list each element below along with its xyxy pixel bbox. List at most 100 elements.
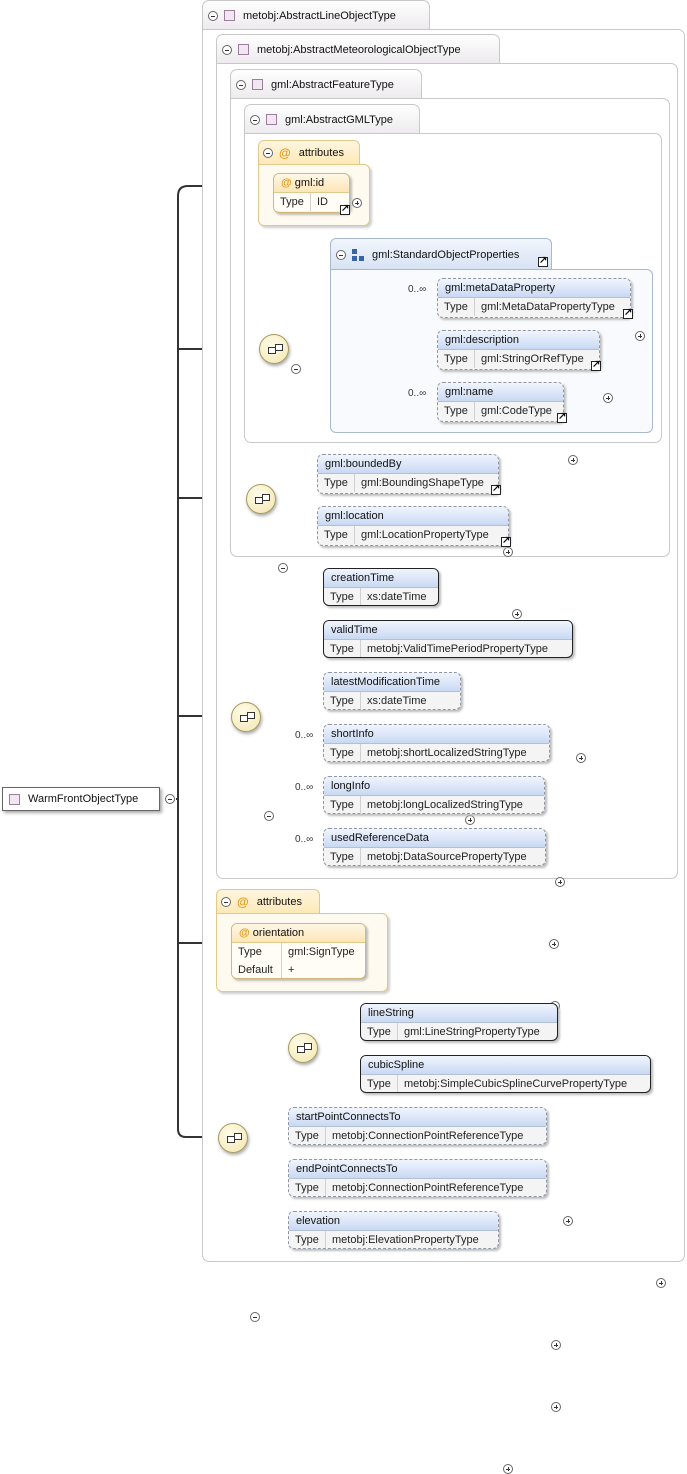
type-link-icon[interactable] [557,411,567,423]
attributes-tab-gml[interactable]: @ attributes [258,140,360,165]
expand-icon[interactable] [551,1340,561,1350]
type-link-icon[interactable] [623,307,633,319]
collapse-icon[interactable] [221,897,231,907]
complex-type-icon [9,793,20,805]
container-tab-abstract-meteorological-object[interactable]: metobj:AbstractMeteorologicalObjectType [216,34,500,64]
element-name: longInfo [324,777,544,796]
element-name: gml:description [438,331,599,350]
collapse-root-icon[interactable] [165,794,175,804]
at-icon: @ [239,927,250,939]
expand-icon[interactable] [568,455,578,465]
element-name: usedReferenceData [324,829,545,848]
type-value: metobj:ElevationPropertyType [332,1234,479,1246]
collapse-icon[interactable] [336,249,346,260]
expand-icon[interactable] [352,198,362,208]
expand-icon[interactable] [576,753,586,763]
type-key: Type [361,1023,398,1040]
expand-icon[interactable] [512,609,522,619]
type-key: Type [324,744,361,761]
sequence-compositor-icon[interactable] [246,484,276,514]
attributes-label: attributes [298,147,344,159]
attributes-tab-line[interactable]: @ attributes [216,889,320,914]
root-type-box[interactable]: WarmFrontObjectType [2,787,160,811]
type-key: Type [289,1179,326,1196]
element-name: gml:location [318,507,508,526]
expand-icon[interactable] [656,1278,666,1288]
expand-icon[interactable] [551,1402,561,1412]
multiplicity-label: 0..∞ [295,782,314,793]
collapse-icon[interactable] [236,79,246,90]
type-link-icon[interactable] [340,203,350,215]
element-name: shortInfo [324,725,549,744]
type-value: xs:dateTime [367,591,427,603]
group-tab-standard-object-properties[interactable]: gml:StandardObjectProperties [330,238,552,270]
collapse-icon[interactable] [278,563,288,573]
expand-icon[interactable] [465,815,475,825]
container-tab-abstract-gml[interactable]: gml:AbstractGMLType [244,104,420,134]
multiplicity-label: 0..∞ [295,834,314,845]
sequence-compositor-icon[interactable] [218,1123,248,1153]
group-icon [352,248,364,261]
type-link-icon[interactable] [491,483,501,495]
sequence-compositor-icon[interactable] [259,334,289,364]
expand-icon[interactable] [603,393,613,403]
element-name: validTime [324,621,572,640]
collapse-icon[interactable] [250,1312,260,1322]
expand-icon[interactable] [635,331,645,341]
type-link-icon[interactable] [591,359,601,371]
element-name: gml:name [438,383,563,402]
type-value: metobj:ConnectionPointReferenceType [332,1182,524,1194]
expand-icon[interactable] [503,1464,513,1474]
type-key: Type [361,1075,398,1092]
type-key: Type [324,848,361,865]
choice-compositor-icon[interactable] [288,1033,318,1063]
type-key: Type [289,1127,326,1144]
attribute-name: orientation [252,927,305,939]
container-tab-abstract-line-object[interactable]: metobj:AbstractLineObjectType [202,0,430,30]
type-value: gml:StringOrRefType [481,353,584,365]
group-link-icon[interactable] [538,255,548,267]
expand-icon[interactable] [563,1216,573,1226]
element-name: gml:boundedBy [318,455,498,474]
group-label: gml:StandardObjectProperties [372,248,520,261]
expand-icon[interactable] [503,547,513,557]
type-key: Type [318,526,355,544]
type-key: Type [324,588,361,605]
expand-icon[interactable] [549,939,559,949]
element-name: lineString [361,1004,557,1023]
container-tab-abstract-feature[interactable]: gml:AbstractFeatureType [230,69,422,99]
type-value: xs:dateTime [367,695,427,707]
type-value: gml:MetaDataPropertyType [481,301,615,313]
collapse-icon[interactable] [263,148,273,158]
collapse-icon[interactable] [222,44,232,55]
type-value: metobj:ConnectionPointReferenceType [332,1130,524,1142]
collapse-icon[interactable] [208,10,218,21]
element-name: latestModificationTime [324,673,460,692]
collapse-icon[interactable] [264,811,274,821]
collapse-icon[interactable] [250,114,260,125]
sequence-compositor-icon[interactable] [231,702,261,732]
default-key: Default [232,961,282,978]
type-value: gml:SignType [288,946,355,958]
type-link-icon[interactable] [501,535,511,547]
expand-icon[interactable] [555,877,565,887]
collapse-icon[interactable] [291,364,301,374]
